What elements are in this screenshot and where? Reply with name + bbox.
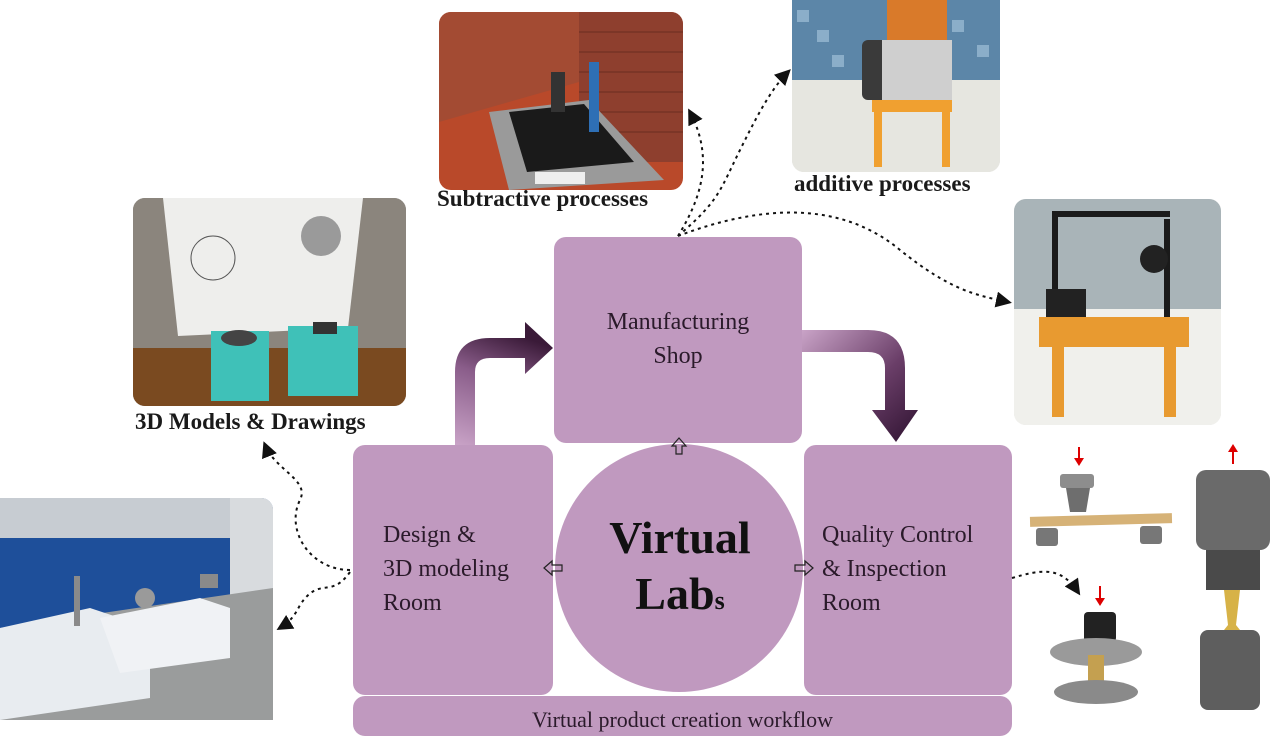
title-lab: Lab <box>635 568 715 619</box>
virtual-room-image <box>0 498 273 720</box>
manufacturing-shop-label: Manufacturing Shop <box>606 309 750 369</box>
dotted-to-tests <box>1011 570 1081 596</box>
cnc-mill-image <box>439 12 683 190</box>
quality-room-label: Quality Control & Inspection Room <box>822 522 974 616</box>
models-caption: 3D Models & Drawings <box>135 409 366 434</box>
quality-room-box <box>804 445 1012 695</box>
small-arrow-right <box>794 559 814 577</box>
subtractive-caption: Subtractive processes <box>437 186 649 211</box>
additive-caption: additive processes <box>794 171 971 196</box>
dotted-to-subtractive <box>677 108 704 237</box>
title-line2: Labs <box>560 566 800 629</box>
test-specimens-image <box>1029 444 1270 710</box>
models-drawings-image <box>133 198 406 406</box>
printer-image <box>1014 199 1221 425</box>
small-arrow-up <box>670 437 688 455</box>
diagram-arrows <box>262 69 1081 692</box>
arrow-shop-to-quality <box>802 330 918 442</box>
dotted-to-additive <box>677 69 791 237</box>
additive-machine-image <box>792 0 1000 172</box>
arrow-design-to-shop <box>455 322 553 445</box>
small-arrow-left <box>543 559 563 577</box>
virtual-labs-title: Virtual Labs <box>560 510 800 629</box>
virtual-labs-circle <box>555 444 803 692</box>
title-line1: Virtual <box>609 512 751 563</box>
manufacturing-shop-box <box>554 237 802 443</box>
dotted-to-printer <box>677 211 1012 308</box>
design-room-label: Design & 3D modeling Room <box>383 522 509 616</box>
design-room-box <box>353 445 553 695</box>
title-suffix: s <box>714 586 725 615</box>
